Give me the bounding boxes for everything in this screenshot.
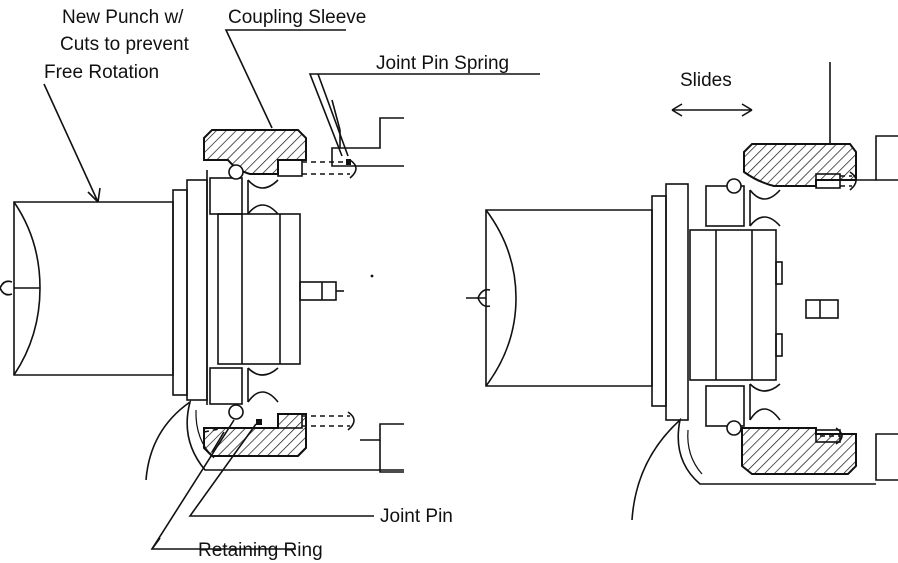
new-punch-label-line-1: New Punch w/: [62, 7, 184, 28]
joint-pin-label: Joint Pin: [380, 506, 453, 527]
left-flange: [172, 170, 301, 405]
left-punch-body: [0, 201, 174, 376]
right-shaft: [805, 299, 839, 319]
joint-pin-spring-label: Joint Pin Spring: [376, 53, 509, 74]
new-punch-leader: [43, 83, 99, 203]
right-retaining-ring-top: [726, 178, 742, 194]
left-joint-pin-marker: [256, 419, 262, 425]
joint-pin-spring-leader: [308, 73, 540, 157]
right-mating-part: [829, 62, 898, 481]
joint-pin-leader: [188, 423, 374, 517]
left-spring-marker: [346, 159, 351, 165]
right-holder-outline: [631, 417, 876, 521]
coupling-sleeve-leader: [224, 29, 346, 129]
left-coupling-sleeve-top: [203, 129, 307, 175]
right-retaining-ring-bottom: [726, 420, 742, 436]
left-holder-outline: [145, 400, 404, 481]
slides-label: Slides: [680, 70, 732, 91]
left-joint-pin-top: [277, 159, 357, 179]
right-assembly: [466, 62, 898, 521]
slides-arrow: [671, 103, 753, 117]
new-punch-label-line-2: Cuts to prevent: [60, 34, 190, 55]
left-coupling-sleeve-bottom: [203, 413, 307, 457]
right-punch-body: [466, 209, 653, 387]
right-coupling-sleeve-top: [743, 143, 857, 187]
right-joint-pin-bottom: [815, 427, 843, 445]
coupling-sleeve-label: Coupling Sleeve: [228, 7, 366, 28]
left-mating-part: [331, 99, 404, 473]
left-assembly: [0, 99, 404, 481]
new-punch-label-line-3: Free Rotation: [44, 62, 159, 83]
right-coupling-sleeve-bottom: [741, 427, 857, 475]
left-retaining-ring-bottom: [228, 404, 244, 420]
leader-lines: [43, 29, 753, 550]
left-joint-pin-bottom: [277, 411, 355, 431]
right-flange: [651, 183, 783, 427]
left-shaft: [299, 281, 344, 301]
retaining-ring-label: Retaining Ring: [198, 540, 323, 561]
left-retaining-ring-top: [228, 164, 244, 180]
